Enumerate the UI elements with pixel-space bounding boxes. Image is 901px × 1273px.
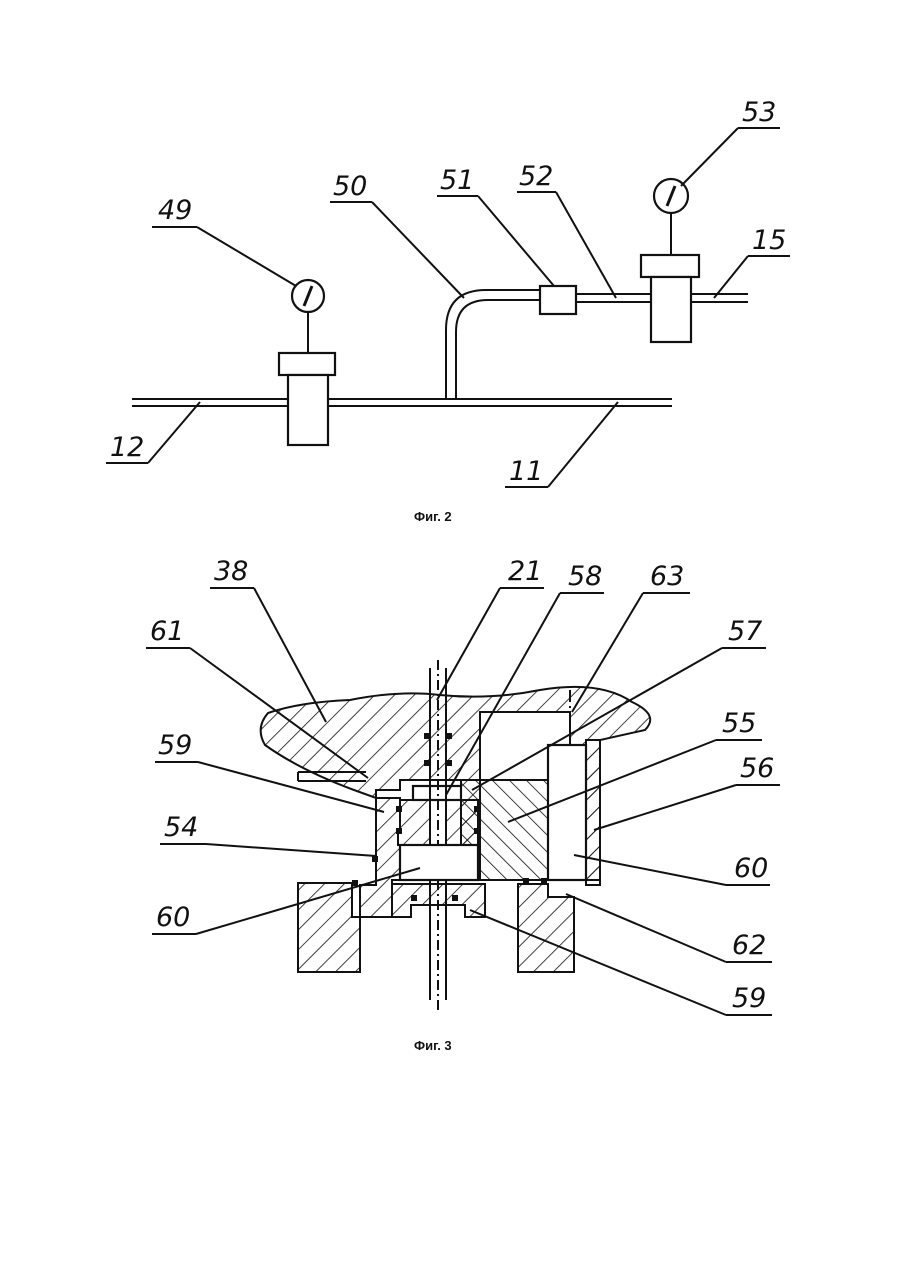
label-38: 38: [214, 556, 248, 587]
label-51: 51: [440, 165, 474, 196]
valve-right: [641, 212, 699, 342]
base-right: [518, 884, 574, 972]
line-52: [576, 294, 650, 302]
label-15: 15: [752, 225, 786, 256]
valve-left: [279, 312, 335, 445]
main-pipe: [132, 399, 672, 406]
label-63: 63: [650, 561, 684, 592]
label-12: 12: [110, 432, 144, 463]
label-21: 21: [508, 556, 542, 587]
wall-56: [586, 740, 600, 885]
label-55: 55: [722, 708, 756, 739]
label-60-left: 60: [156, 902, 190, 933]
figure-2: 49 50 51 52 53 15 12 11 Фиг. 2: [106, 97, 790, 524]
base-left: [298, 883, 360, 972]
cap-58: [398, 800, 430, 845]
label-53: 53: [742, 97, 776, 128]
branch-pipe-50: [446, 290, 540, 399]
label-56: 56: [740, 753, 774, 784]
piston-60: [548, 745, 586, 880]
cap-58-right: [446, 800, 478, 845]
flange-59: [392, 884, 485, 917]
figure-3: 38 21 58 63 61 57 59 55 56 54 60 60 62 5…: [146, 556, 780, 1053]
label-61: 61: [150, 616, 184, 647]
label-60-right: 60: [734, 853, 768, 884]
figure-2-caption: Фиг. 2: [414, 509, 452, 524]
label-59-bottom: 59: [732, 983, 766, 1014]
label-11: 11: [509, 456, 543, 487]
device-51: [540, 286, 576, 314]
bushing: [400, 845, 478, 880]
figure-3-caption: Фиг. 3: [414, 1038, 452, 1053]
label-50: 50: [333, 171, 367, 202]
label-58: 58: [568, 561, 602, 592]
label-57: 57: [728, 616, 762, 647]
label-54: 54: [164, 812, 198, 843]
line-15: [691, 294, 748, 302]
label-62: 62: [732, 930, 766, 961]
label-49: 49: [158, 195, 192, 226]
pressure-gauge-icon: [292, 280, 324, 312]
label-52: 52: [519, 161, 553, 192]
label-59-top: 59: [158, 730, 192, 761]
